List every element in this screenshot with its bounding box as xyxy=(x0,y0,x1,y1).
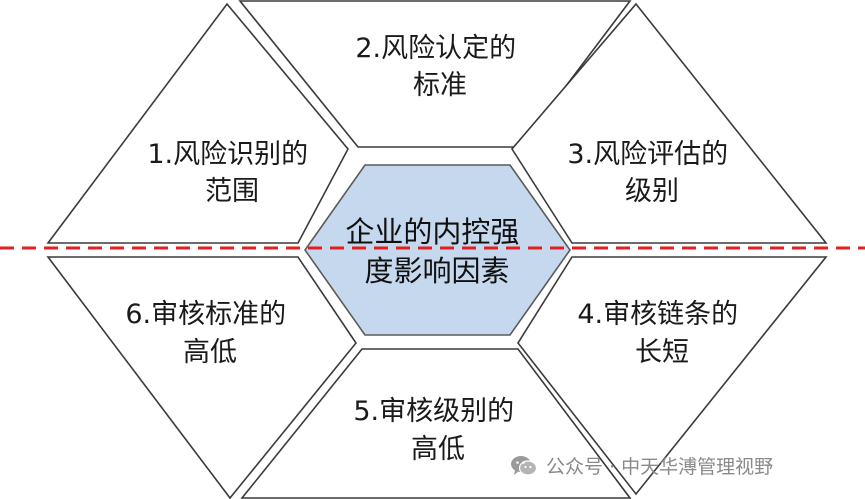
segment-1-line1: 1.风险识别的 xyxy=(147,139,308,170)
segment-2-line2: 标准 xyxy=(413,70,467,101)
svg-text:1.风险识别的 范围: 1.风险识别的 范围 xyxy=(147,139,316,207)
svg-text:3.风险评估的 级别: 3.风险评估的 级别 xyxy=(567,139,736,207)
segment-1-shape xyxy=(46,2,349,244)
segment-3-line1: 3.风险评估的 xyxy=(567,139,728,170)
svg-text:6.审核标准的 高低: 6.审核标准的 高低 xyxy=(125,299,294,368)
segment-6-line2: 高低 xyxy=(183,337,237,368)
segment-5-line1: 5.审核级别的 xyxy=(353,396,514,427)
segment-5-shape xyxy=(240,348,632,499)
svg-text:4.审核链条的 长短: 4.审核链条的 长短 xyxy=(577,299,746,368)
segment-6-shape xyxy=(46,256,357,499)
wechat-icon xyxy=(510,454,538,478)
segment-1-line2: 范围 xyxy=(205,176,259,207)
watermark: 公众号 · 中天华溥管理视野 xyxy=(510,452,773,479)
center-hexagon xyxy=(304,164,571,336)
segment-6-line1: 6.审核标准的 xyxy=(125,299,286,330)
segment-4-line1: 4.审核链条的 xyxy=(577,299,738,330)
segment-4-shape xyxy=(517,256,828,496)
center-title-line1: 企业的内控强 xyxy=(345,215,519,249)
segment-5-line2: 高低 xyxy=(411,434,465,465)
segment-shapes xyxy=(46,0,828,499)
segment-3-shape xyxy=(511,2,828,244)
svg-text:企业的内控强 度影响因素: 企业的内控强 度影响因素 xyxy=(345,215,528,288)
segment-4-line2: 长短 xyxy=(635,337,689,368)
segment-2-line1: 2.风险认定的 xyxy=(355,33,516,64)
svg-text:5.审核级别的 高低: 5.审核级别的 高低 xyxy=(353,396,522,465)
svg-text:2.风险认定的 标准: 2.风险认定的 标准 xyxy=(355,33,524,101)
watermark-text: 公众号 · 中天华溥管理视野 xyxy=(546,456,774,478)
segment-3-line2: 级别 xyxy=(625,176,679,207)
center-title-line2: 度影响因素 xyxy=(364,254,509,288)
